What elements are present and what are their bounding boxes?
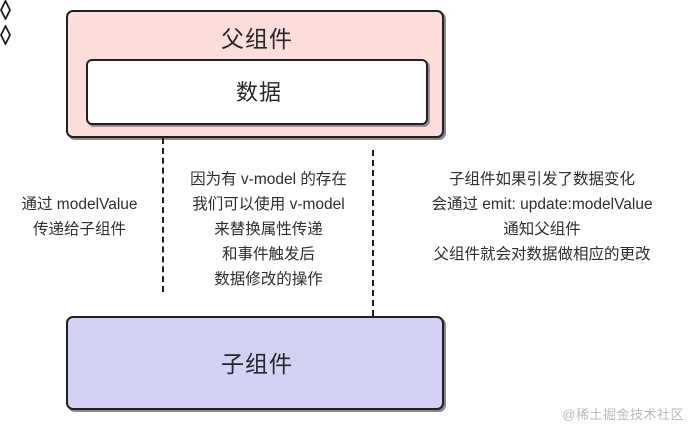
parent-component-title: 父组件 [221, 26, 293, 52]
child-component-title: 子组件 [221, 351, 293, 377]
diamond-marker-child-end [0, 0, 694, 25]
connector-parent-to-child [162, 138, 164, 292]
annotation-left: 通过 modelValue 传递给子组件 [21, 196, 138, 238]
annotation-right: 子组件如果引发了数据变化 会通过 emit: update:modelValue… [431, 171, 653, 263]
annotation-middle: 因为有 v-model 的存在 我们可以使用 v-model 来替换属性传递 和… [190, 171, 347, 288]
data-box-label: 数据 [235, 80, 282, 105]
child-component-box: 子组件 [66, 316, 444, 410]
diamond-marker-parent-end [0, 23, 694, 50]
watermark: @稀土掘金技术社区 [562, 407, 684, 422]
connector-child-to-parent [372, 150, 374, 316]
data-box: 数据 [86, 59, 428, 125]
